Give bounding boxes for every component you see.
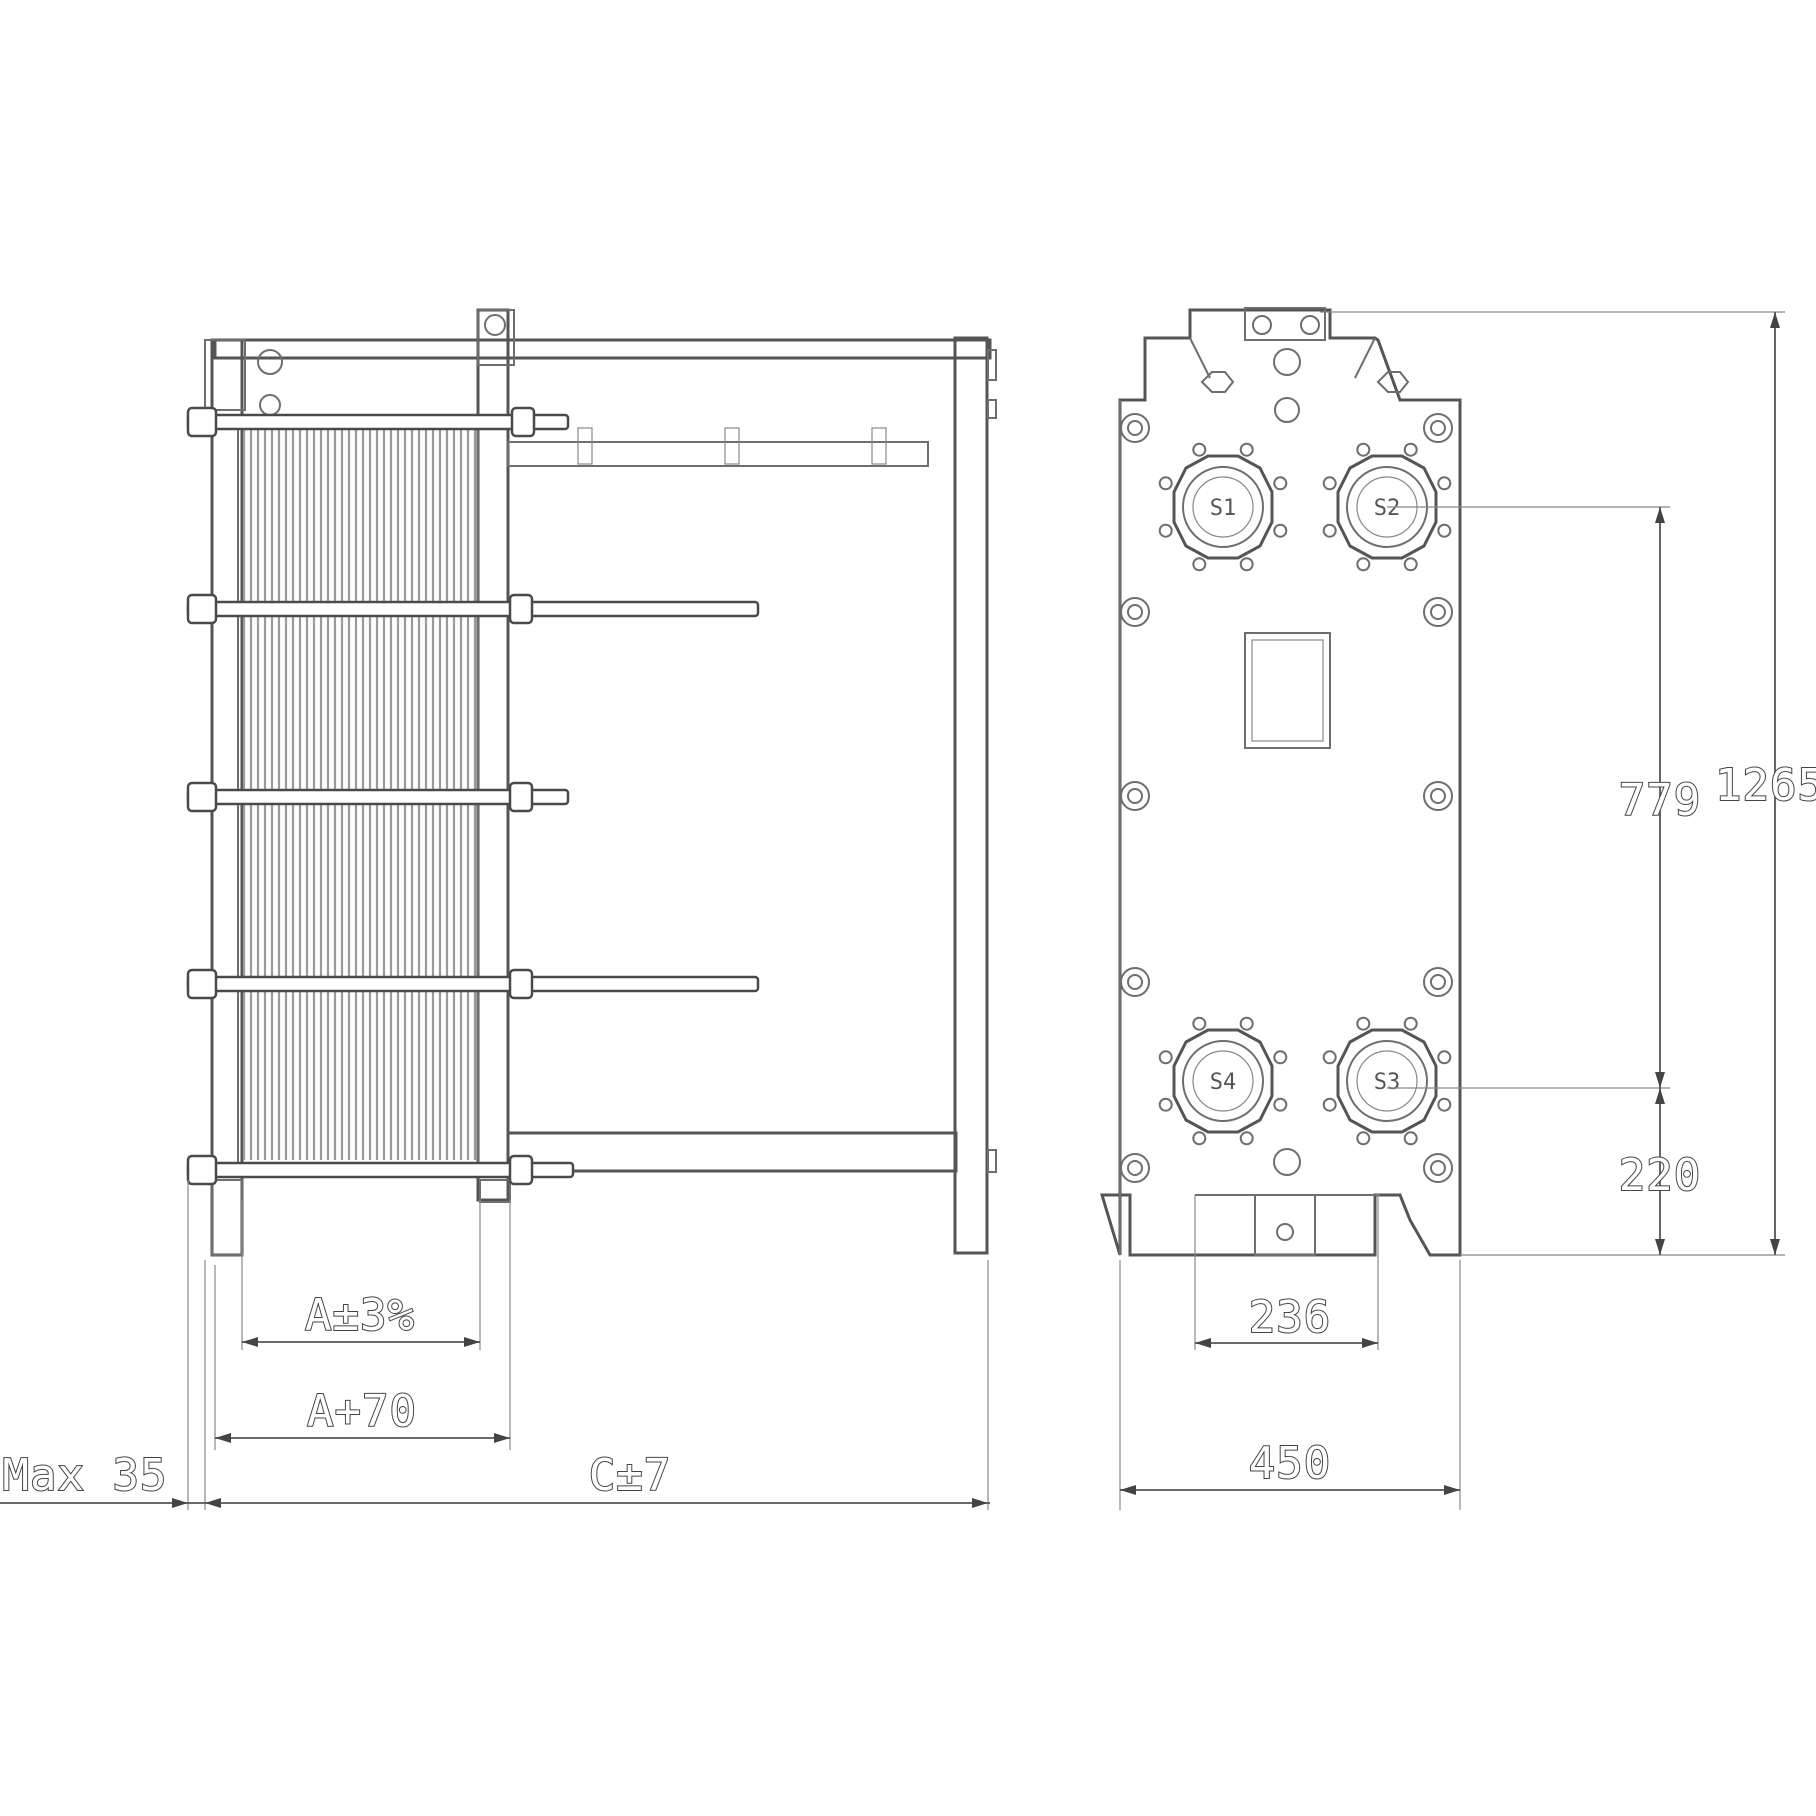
- front-view-dimensions: 450 236 779 220 1265: [1119, 311, 1816, 1510]
- port-stud: [1437, 476, 1452, 491]
- port-s4: S4: [1172, 1028, 1274, 1134]
- port-stud: [1192, 557, 1207, 572]
- svg-text:S3: S3: [1374, 1070, 1401, 1095]
- tolerance-dim-label: A±3%: [305, 1290, 415, 1341]
- port-studs: [1158, 442, 1452, 1146]
- port-stud: [1322, 1097, 1337, 1112]
- port-stud: [1437, 1097, 1452, 1112]
- port-stud: [1158, 1097, 1173, 1112]
- max-dim-label: Max 35: [3, 1450, 168, 1501]
- port-stud: [1192, 1131, 1207, 1146]
- port-s3: S3: [1336, 1028, 1438, 1134]
- port-stud: [1437, 523, 1452, 538]
- port-stud: [1356, 557, 1371, 572]
- port-stud: [1273, 523, 1288, 538]
- port-stud: [1403, 442, 1418, 457]
- port-stud: [1239, 442, 1254, 457]
- name-plate: [1244, 632, 1331, 749]
- port-stud: [1437, 1050, 1452, 1065]
- tie-rod-1: [186, 406, 570, 438]
- corner-bolts: [1120, 413, 1453, 1183]
- width-dim-label: 450: [1249, 1438, 1331, 1489]
- foot-span-dim-label: 236: [1249, 1292, 1331, 1343]
- port-stud: [1192, 1016, 1207, 1031]
- svg-text:S1: S1: [1210, 496, 1237, 521]
- tie-rod-3: [186, 781, 570, 813]
- height-dim-label: 1265: [1715, 760, 1816, 811]
- front-view: S1 S2 S3 S4: [1099, 307, 1816, 1510]
- port-stud: [1403, 1131, 1418, 1146]
- port-stud: [1273, 1097, 1288, 1112]
- frame-foot: [211, 1179, 243, 1256]
- bottom-guide-bar: [506, 1131, 958, 1173]
- port-stud: [1322, 476, 1337, 491]
- port-spacing-dim-label: 779: [1619, 775, 1701, 826]
- top-carrying-bar: [213, 338, 992, 360]
- port-stud: [1192, 442, 1207, 457]
- port-stud: [1158, 523, 1173, 538]
- port-stud: [1403, 1016, 1418, 1031]
- side-view-dimensions: A±3% A+70 Max 35 C±7: [0, 1180, 990, 1510]
- port-stud: [1322, 1050, 1337, 1065]
- port-s1: S1: [1172, 454, 1274, 560]
- svg-text:S2: S2: [1374, 496, 1401, 521]
- tie-rod-4: [186, 968, 760, 1000]
- port-stud: [1158, 476, 1173, 491]
- svg-text:S4: S4: [1210, 1070, 1237, 1095]
- pressure-plate: [476, 308, 510, 1202]
- port-stud: [1356, 1131, 1371, 1146]
- port-stud: [1356, 1016, 1371, 1031]
- port-stud: [1158, 1050, 1173, 1065]
- port-stud: [1403, 557, 1418, 572]
- bottom-offset-dim-label: 220: [1619, 1150, 1701, 1201]
- length-dim-label: C±7: [589, 1450, 671, 1501]
- port-stud: [1322, 523, 1337, 538]
- port-stud: [1273, 1050, 1288, 1065]
- port-stud: [1356, 442, 1371, 457]
- support-column: [953, 336, 989, 1255]
- frame-plate-outline: [1099, 308, 1462, 1257]
- tie-rod-2: [186, 593, 760, 625]
- port-stud: [1239, 1016, 1254, 1031]
- port-stud: [1273, 476, 1288, 491]
- top-lug: [1244, 307, 1326, 341]
- side-view: A±3% A+70 Max 35 C±7: [0, 308, 997, 1510]
- tie-rod-5: [186, 1154, 575, 1186]
- port-stud: [1239, 1131, 1254, 1146]
- plus-dim-label: A+70: [307, 1386, 417, 1437]
- tie-rods: [186, 406, 760, 1186]
- port-stud: [1239, 557, 1254, 572]
